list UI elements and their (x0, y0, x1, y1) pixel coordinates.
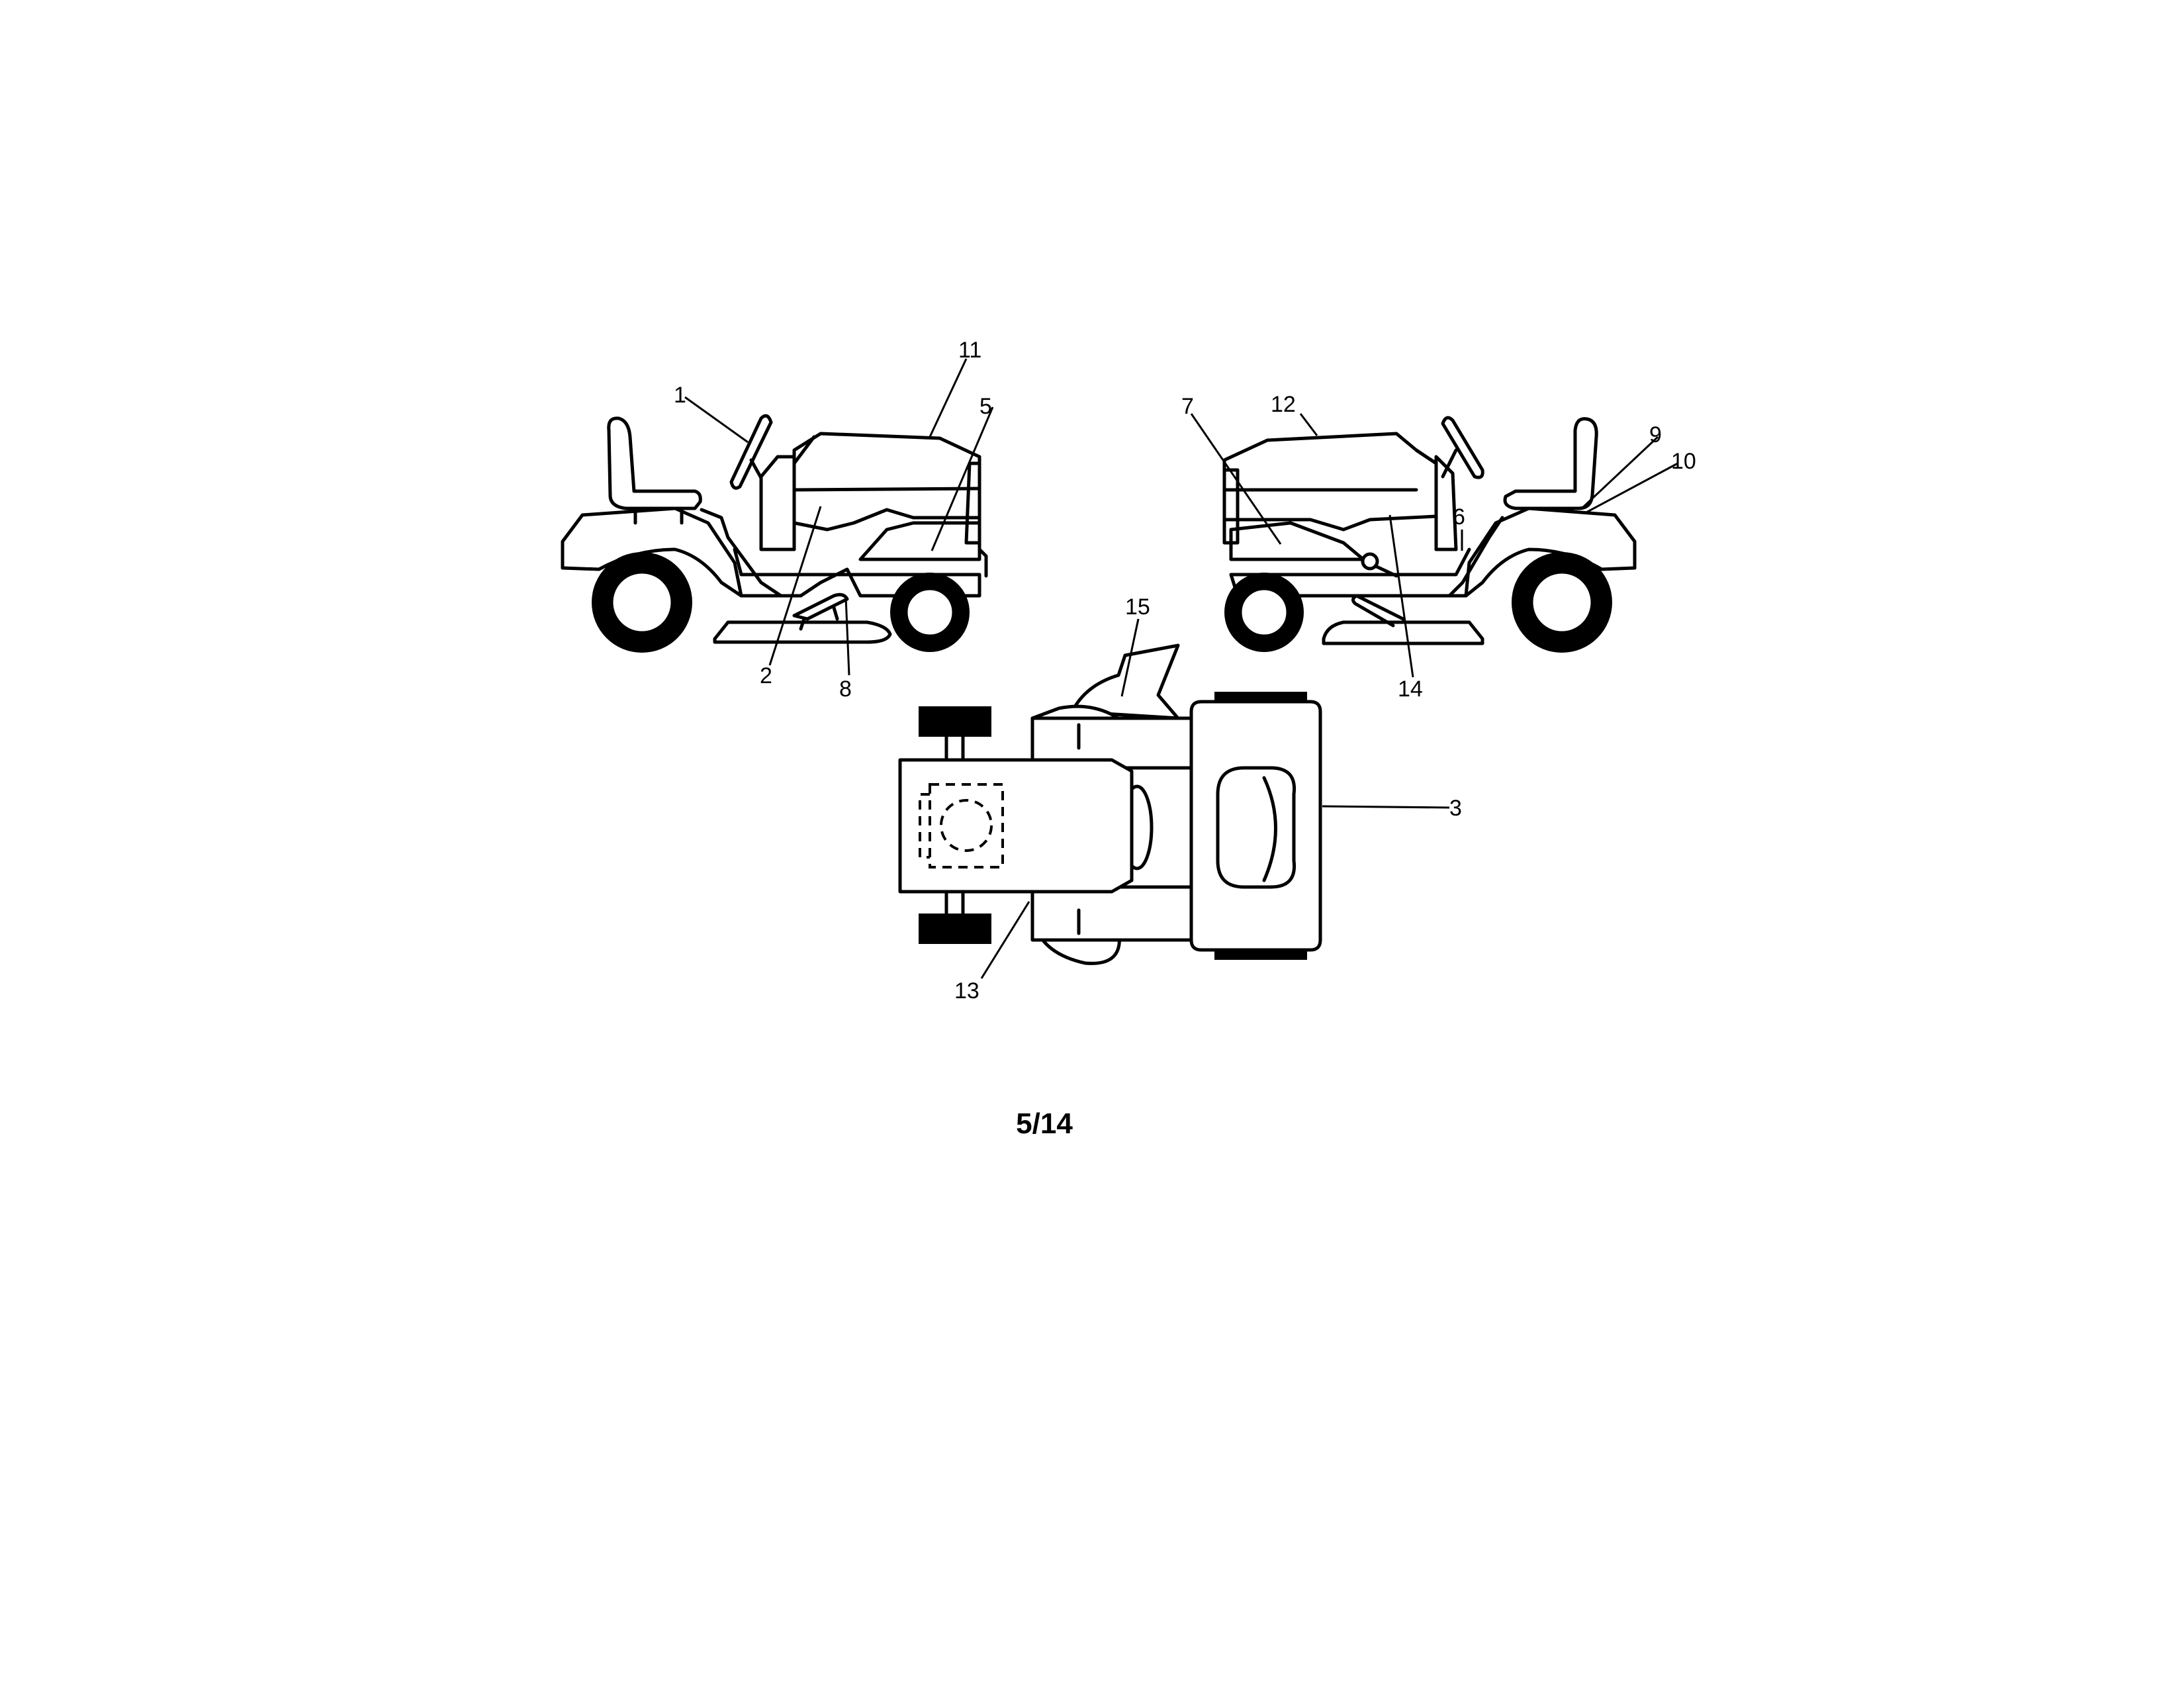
callout-11: 11 (958, 338, 981, 363)
front-left-wheel-top (919, 706, 991, 737)
callout-8: 8 (839, 677, 852, 702)
callout-1: 1 (674, 383, 686, 408)
grille (1222, 468, 1240, 545)
deck-lift-lever (792, 592, 849, 631)
rear-wheel-hub (1529, 570, 1594, 635)
callout-10: 10 (1671, 449, 1696, 474)
rear-fender (561, 506, 783, 598)
page-indicator: 5/14 (1016, 1107, 1073, 1140)
callout-3: 3 (1449, 796, 1462, 821)
tractor-top-view (898, 643, 1322, 965)
dash-console (1434, 455, 1458, 551)
hood-top (898, 758, 1134, 894)
tractor-right-side-view (1222, 416, 1637, 653)
callout-12: 12 (1271, 392, 1296, 417)
rear-fender (1447, 506, 1637, 598)
callout-6: 6 (1453, 504, 1465, 530)
callout-9: 9 (1649, 422, 1662, 447)
hood-top-line (792, 487, 981, 492)
front-bumper (978, 547, 988, 578)
rear-left-wheel-top (1214, 692, 1307, 702)
front-axle-lower (944, 890, 965, 915)
front-wheel-hub (904, 586, 956, 638)
engine-outline (929, 783, 1004, 868)
front-wheel-hub (1238, 586, 1290, 638)
seat (607, 416, 702, 510)
leader-lines (684, 358, 1678, 979)
steering-wheel (729, 414, 773, 490)
engine-outline-left (919, 793, 930, 859)
hood (1222, 432, 1438, 532)
callout-2: 2 (760, 663, 772, 688)
rear-right-wheel-top (1214, 950, 1307, 960)
hood-side-line (792, 435, 816, 551)
callouts: 1 2 3 5 6 7 8 9 10 11 12 13 14 15 (674, 338, 1696, 1004)
steering-wheel (1441, 416, 1484, 479)
lower-chassis (1229, 521, 1365, 561)
rear-wheel-hub (610, 570, 674, 635)
callout-14: 14 (1398, 677, 1423, 702)
engine-flywheel-outline (940, 799, 993, 852)
callout-7: 7 (1181, 394, 1194, 419)
steering-area (1116, 766, 1193, 889)
hood (792, 432, 981, 532)
seat-back-curve (1262, 776, 1277, 882)
dash-console (759, 455, 796, 551)
seat-base (633, 506, 684, 525)
callout-13: 13 (954, 978, 979, 1004)
callout-15: 15 (1125, 594, 1150, 620)
lower-chassis (858, 521, 981, 561)
front-axle-upper (944, 733, 965, 762)
callout-5: 5 (979, 394, 992, 419)
seat-top (1216, 766, 1297, 889)
tractor-left-side-view (561, 414, 988, 653)
lift-lever-arm (1373, 564, 1398, 578)
lift-lever-knob (1361, 552, 1379, 571)
deck-lift-lever (1351, 594, 1405, 628)
steering-column (1441, 448, 1458, 479)
seat (1503, 417, 1598, 510)
mower-deck (1322, 620, 1484, 645)
front-right-wheel-top (919, 914, 991, 944)
